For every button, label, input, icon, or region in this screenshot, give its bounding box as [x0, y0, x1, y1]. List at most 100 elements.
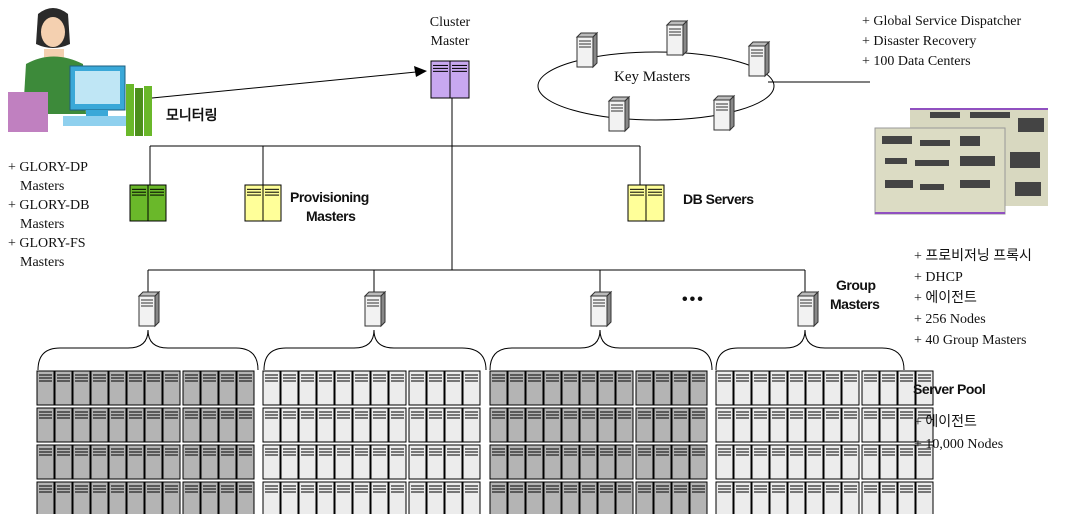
rack-server-icon	[897, 444, 916, 480]
rack-server-icon	[334, 444, 353, 480]
rack-server-icon	[715, 481, 734, 514]
pool-bullet: + 에이전트	[914, 415, 977, 430]
rack-server-icon	[408, 370, 427, 406]
rack-server-icon	[280, 444, 299, 480]
person-at-computer-icon	[8, 8, 152, 136]
top-right-bullet: + Disaster Recovery	[862, 34, 977, 49]
rack-server-icon	[787, 481, 806, 514]
rack-server-icon	[144, 444, 163, 480]
rack-server-icon	[144, 481, 163, 514]
rack-server-icon	[689, 407, 708, 443]
server-pool-bullet-list: + 에이전트 + 10,000 Nodes	[914, 412, 1003, 456]
rack-server-icon	[108, 407, 127, 443]
rack-server-icon	[689, 444, 708, 480]
rack-server-icon	[507, 444, 526, 480]
rack-server-icon	[751, 481, 770, 514]
cluster-master-label-line2: Master	[430, 34, 470, 49]
top-right-bullet-list: + Global Service Dispatcher + Disaster R…	[862, 12, 1021, 72]
rack-server-icon	[144, 407, 163, 443]
rack-server-icon	[579, 444, 598, 480]
rack-server-icon	[182, 444, 201, 480]
rack-server-icon	[126, 407, 145, 443]
rack-server-icon	[897, 481, 916, 514]
rack-server-icon	[823, 370, 842, 406]
monitoring-label: 모니터링	[166, 107, 218, 123]
rack-server-icon	[352, 370, 371, 406]
glory-masters-server-icon	[129, 184, 167, 222]
rack-server-icon	[879, 370, 898, 406]
rack-server-icon	[897, 370, 916, 406]
group-masters-bullet-list: + 프로비저닝 프록시 + DHCP + 에이전트 + 256 Nodes + …	[914, 246, 1032, 351]
rack-server-icon	[426, 444, 445, 480]
rack-server-icon	[218, 444, 237, 480]
more-groups-ellipsis: •••	[682, 291, 705, 308]
rack-server-icon	[182, 407, 201, 443]
group-bullet: + 40 Group Masters	[914, 333, 1027, 348]
rack-server-icon	[715, 370, 734, 406]
rack-server-icon	[769, 481, 788, 514]
rack-server-icon	[444, 370, 463, 406]
server-pool-label: Server Pool	[913, 381, 986, 397]
group-bullet: + 에이전트	[914, 291, 977, 306]
left-bullet-sub: Masters	[20, 255, 65, 270]
rack-server-icon	[689, 370, 708, 406]
rack-server-icon	[525, 444, 544, 480]
rack-server-icon	[108, 444, 127, 480]
rack-server-icon	[561, 481, 580, 514]
provisioning-masters-line2: Masters	[306, 208, 356, 224]
rack-server-icon	[90, 407, 109, 443]
rack-server-icon	[444, 481, 463, 514]
group-master-server-icon	[363, 290, 387, 328]
key-master-server-icon	[575, 31, 599, 69]
rack-server-icon	[236, 370, 255, 406]
rack-server-icon	[507, 370, 526, 406]
rack-server-icon	[805, 370, 824, 406]
left-bullet-sub: Masters	[20, 217, 65, 232]
top-right-bullet: + 100 Data Centers	[862, 54, 971, 69]
top-right-bullet: + Global Service Dispatcher	[862, 14, 1022, 29]
rack-server-icon	[352, 444, 371, 480]
rack-server-icon	[262, 481, 281, 514]
provisioning-masters-line1: Provisioning	[290, 189, 369, 205]
rack-server-icon	[280, 407, 299, 443]
rack-server-icon	[579, 407, 598, 443]
rack-server-icon	[126, 481, 145, 514]
rack-server-icon	[388, 370, 407, 406]
rack-server-icon	[72, 370, 91, 406]
rack-server-icon	[200, 407, 219, 443]
rack-server-icon	[408, 407, 427, 443]
server-pool-racks	[36, 370, 934, 514]
rack-server-icon	[823, 481, 842, 514]
rack-server-icon	[200, 481, 219, 514]
group-master-server-icon	[589, 290, 613, 328]
rack-server-icon	[72, 444, 91, 480]
rack-server-icon	[823, 444, 842, 480]
group-masters-label: Group Masters	[830, 276, 880, 314]
rack-server-icon	[444, 444, 463, 480]
rack-server-icon	[715, 444, 734, 480]
rack-server-icon	[841, 407, 860, 443]
key-masters-label: Key Masters	[614, 69, 691, 85]
rack-server-icon	[489, 481, 508, 514]
rack-server-icon	[689, 481, 708, 514]
cluster-master-server-icon	[430, 60, 470, 99]
rack-server-icon	[525, 370, 544, 406]
rack-server-icon	[462, 444, 481, 480]
rack-server-icon	[915, 407, 934, 443]
rack-server-icon	[671, 370, 690, 406]
left-bullet: + GLORY-FS	[8, 236, 86, 251]
rack-server-icon	[597, 481, 616, 514]
rack-server-icon	[751, 370, 770, 406]
rack-server-icon	[162, 481, 181, 514]
rack-server-icon	[615, 407, 634, 443]
rack-server-icon	[54, 370, 73, 406]
rack-server-icon	[525, 407, 544, 443]
rack-server-icon	[861, 481, 880, 514]
rack-server-icon	[72, 481, 91, 514]
rack-server-icon	[388, 444, 407, 480]
rack-server-icon	[108, 481, 127, 514]
rack-server-icon	[408, 481, 427, 514]
group-bullet: + DHCP	[914, 270, 963, 285]
